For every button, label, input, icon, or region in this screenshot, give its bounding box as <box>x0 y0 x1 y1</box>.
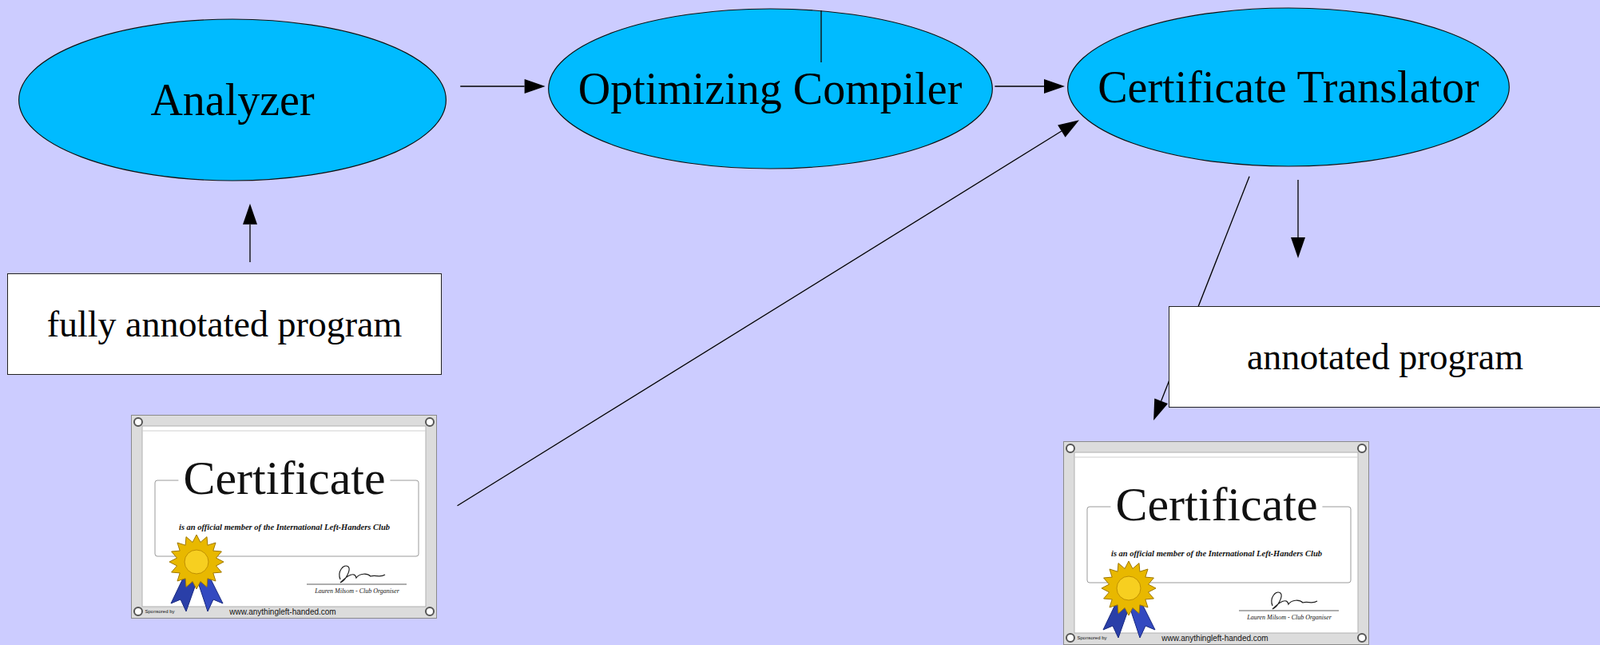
certificate-subtitle: is an official member of the Internation… <box>178 522 390 533</box>
sponsor-text: Sponsored by <box>1076 635 1107 641</box>
process-label: Optimizing Compiler <box>578 63 963 115</box>
arrow-head <box>1044 79 1065 94</box>
stray-line <box>820 10 822 63</box>
arrow-head <box>1290 237 1306 259</box>
arrow-head <box>242 203 258 225</box>
certificate-subtitle: is an official member of the Internation… <box>1111 548 1323 559</box>
flow-arrow <box>994 85 1045 87</box>
process-ellipse: Optimizing Compiler <box>547 7 994 170</box>
arrow-head <box>1057 119 1080 137</box>
ellipse-shape <box>547 8 993 169</box>
document-box: annotated program <box>1168 305 1600 408</box>
flow-arrow <box>249 224 251 263</box>
website-text: www.anythingleft-handed.com <box>1161 633 1268 643</box>
ellipse-shape <box>1067 7 1510 167</box>
flow-arrow <box>1297 179 1299 238</box>
certificate-title: Certificate <box>1110 477 1323 531</box>
document-label: annotated program <box>1246 335 1524 378</box>
arrow-head <box>1153 397 1168 420</box>
process-label: Analyzer <box>150 74 314 126</box>
document-label: fully annotated program <box>47 302 403 346</box>
signature-caption: Lauren Milsom - Club Organiser <box>314 587 400 596</box>
process-label: Certificate Translator <box>1097 61 1479 113</box>
arrow-head <box>524 79 546 94</box>
certificate-title: Certificate <box>178 451 390 505</box>
process-ellipse: Analyzer <box>17 18 448 182</box>
certificate-image: Certificate is an official member of the … <box>1063 440 1370 645</box>
sponsor-text: Sponsored by <box>144 608 175 615</box>
website-text: www.anythingleft-handed.com <box>229 607 336 616</box>
flow-arrow <box>460 85 525 87</box>
process-ellipse: Certificate Translator <box>1066 7 1511 167</box>
ellipse-shape <box>19 19 447 181</box>
signature-caption: Lauren Milsom - Club Organiser <box>1246 614 1332 622</box>
document-box: fully annotated program <box>7 273 442 375</box>
certificate-image: Certificate is an official member of the … <box>131 414 437 619</box>
flow-arrow <box>457 131 1062 506</box>
